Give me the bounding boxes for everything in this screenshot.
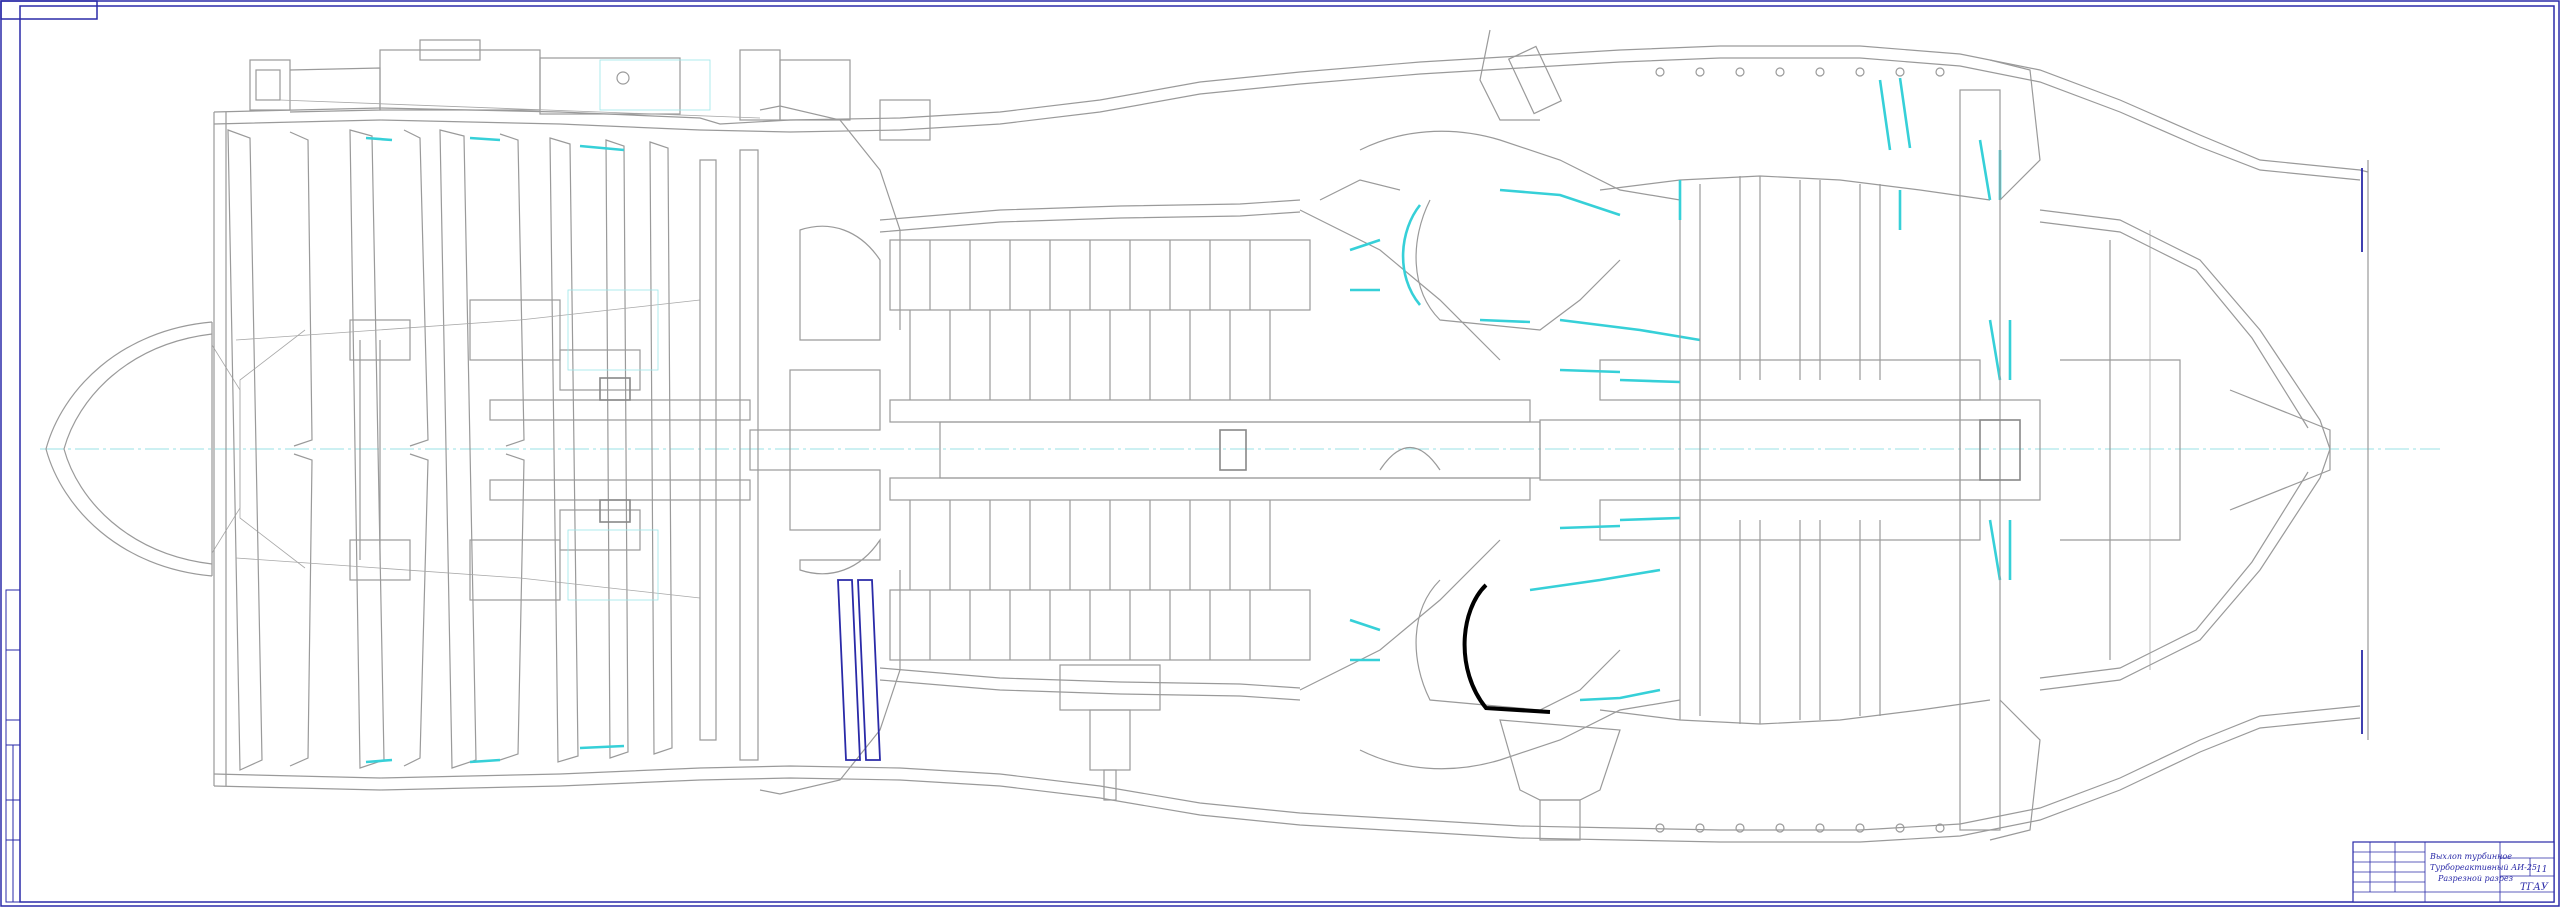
combustor [1319,29,1701,841]
title-line-1: Выхлоп турбинное [2429,852,2512,861]
title-line-3: Разрезной разрез [2437,874,2513,883]
rear-support [1959,59,2041,841]
inlet-spinner [45,321,306,577]
front-bearing-assembly [349,289,751,601]
nozzle-flange [2361,160,2369,740]
fan-stages [227,129,759,771]
turbine [1539,77,2012,725]
sheet-code: ТГАУ [2520,882,2549,893]
casing-bolts [1655,67,1945,833]
intermediate-case [749,105,901,795]
fan-tip-highlights [365,136,625,764]
accessory-gearbox [249,39,931,141]
combustor-liner-highlight [1462,583,1551,714]
left-stamp-strip [5,589,21,903]
exhaust-cone [2039,209,2331,691]
outer-casing [213,45,2369,843]
title-line-2: Турбореактивный АИ-25 [2430,863,2537,872]
sheet-number: 11 [2536,865,2547,875]
title-block: Выхлоп турбинное Турбореактивный АИ-25 Р… [2352,841,2555,903]
hp-compressor [879,199,1541,801]
